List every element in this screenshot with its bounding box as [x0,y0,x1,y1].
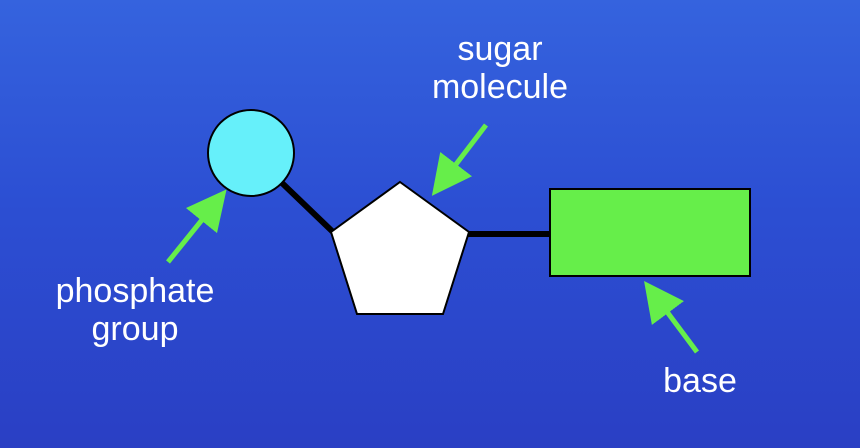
sugar-molecule-label: sugar molecule [400,30,600,106]
sugar-label-line2: molecule [431,68,569,106]
phosphate-circle [207,109,295,197]
base-rectangle [549,188,751,277]
base-arrow [644,280,700,354]
phosphate-sugar-bond [279,180,336,235]
phosphate-group-label: phosphate group [30,272,240,348]
phosphate-label-line1: phosphate [55,272,215,310]
sugar-label-line1: sugar [457,30,543,68]
base-label-text: base [663,362,737,400]
phosphate-arrow [166,189,227,264]
phosphate-label-line2: group [91,310,179,348]
sugar-arrow [431,123,488,196]
sugar-pentagon [329,180,471,315]
base-label: base [640,362,760,400]
